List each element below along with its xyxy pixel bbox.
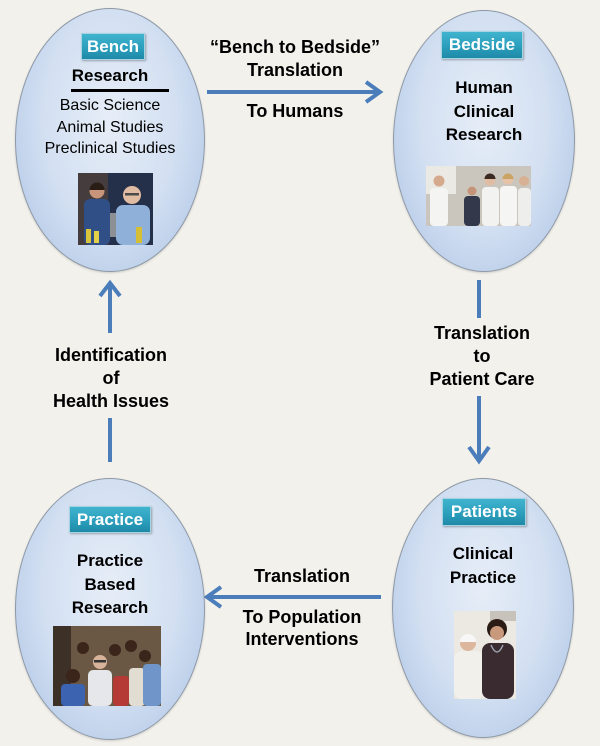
bedside-text: Human Clinical Research (394, 76, 574, 147)
practice-text-line: Research (71, 598, 149, 617)
arrowhead-down (467, 445, 491, 465)
doctor-figure (482, 619, 514, 699)
patients-clinic-photo (454, 611, 516, 699)
edge-text-line: Interventions (245, 629, 359, 649)
arrow-practice-to-bench (98, 279, 122, 462)
arrow-bench-to-bedside (207, 80, 384, 104)
bench-heading-underline (71, 89, 169, 92)
patients-text-line: Clinical (452, 544, 514, 563)
edge-text-line: To Population (242, 607, 362, 627)
children-bodies (61, 664, 161, 706)
edge-text-line: Translation (246, 60, 344, 80)
practice-label: Practice (69, 506, 151, 533)
doctor-figure (518, 176, 531, 226)
arrow-bedside-to-patients (467, 280, 491, 465)
lab-bottles (86, 227, 142, 243)
bench-item-list: Basic Science Animal Studies Preclinical… (16, 95, 204, 160)
patients-to-practice-label-below: To Population Interventions (212, 606, 392, 650)
bedside-text-line: Clinical (453, 101, 515, 121)
arrowhead-left (203, 585, 223, 609)
patient-figure (464, 186, 480, 226)
practice-text-line: Practice (76, 551, 144, 570)
edge-text-line: Translation (253, 566, 351, 586)
cabinet (490, 611, 516, 621)
bench-heading: Research (71, 66, 149, 85)
man-figure (88, 655, 112, 706)
patients-text: Clinical Practice (393, 542, 573, 590)
edge-text-line: “Bench to Bedside” (209, 37, 381, 57)
bench-item: Basic Science (59, 97, 161, 114)
bedside-text-line: Human (455, 78, 513, 97)
bench-node: Bench Research Basic Science Animal Stud… (15, 8, 205, 272)
patient-figure (454, 634, 484, 699)
doctor-figure (430, 175, 448, 226)
bench-item: Preclinical Studies (44, 140, 176, 157)
bench-label: Bench (81, 33, 145, 60)
doctor-figure (482, 173, 499, 226)
practice-text: Practice Based Research (16, 549, 204, 620)
edge-text-line: to (473, 346, 491, 366)
edge-text-line: Health Issues (52, 391, 170, 411)
bedside-to-patients-label: Translation to Patient Care (400, 322, 564, 391)
arrowhead-right (364, 80, 384, 104)
bench-to-bedside-label-below: To Humans (200, 100, 390, 123)
patients-to-practice-label-above: Translation (212, 565, 392, 588)
doctor-figure (500, 173, 517, 226)
practice-community-photo (53, 626, 161, 706)
practice-to-bench-label: Identification of Health Issues (30, 344, 192, 413)
bedside-text-line: Research (445, 125, 523, 144)
edge-text-line: Patient Care (429, 369, 535, 389)
edge-text-line: of (102, 368, 120, 388)
bedside-node: Bedside Human Clinical Research (393, 10, 575, 272)
bedside-label: Bedside (441, 31, 523, 59)
edge-text-line: To Humans (246, 101, 344, 121)
edge-text-line: Translation (433, 323, 531, 343)
practice-text-line: Based (84, 574, 136, 594)
bench-to-bedside-label-above: “Bench to Bedside” Translation (200, 36, 390, 82)
bedside-clinical-photo (426, 166, 531, 226)
patients-text-line: Practice (449, 568, 517, 587)
bench-item: Animal Studies (56, 118, 164, 136)
patients-label: Patients (442, 498, 526, 526)
practice-node: Practice Practice Based Research (15, 478, 205, 740)
lab-equipment (110, 213, 116, 237)
edge-text-line: Identification (55, 345, 167, 365)
arrowhead-up (98, 279, 122, 298)
bench-lab-photo (78, 173, 153, 245)
arrow-patients-to-practice (203, 585, 381, 609)
children-heads (66, 640, 151, 683)
patients-node: Patients Clinical Practice (392, 478, 574, 738)
stethoscope (490, 644, 504, 653)
